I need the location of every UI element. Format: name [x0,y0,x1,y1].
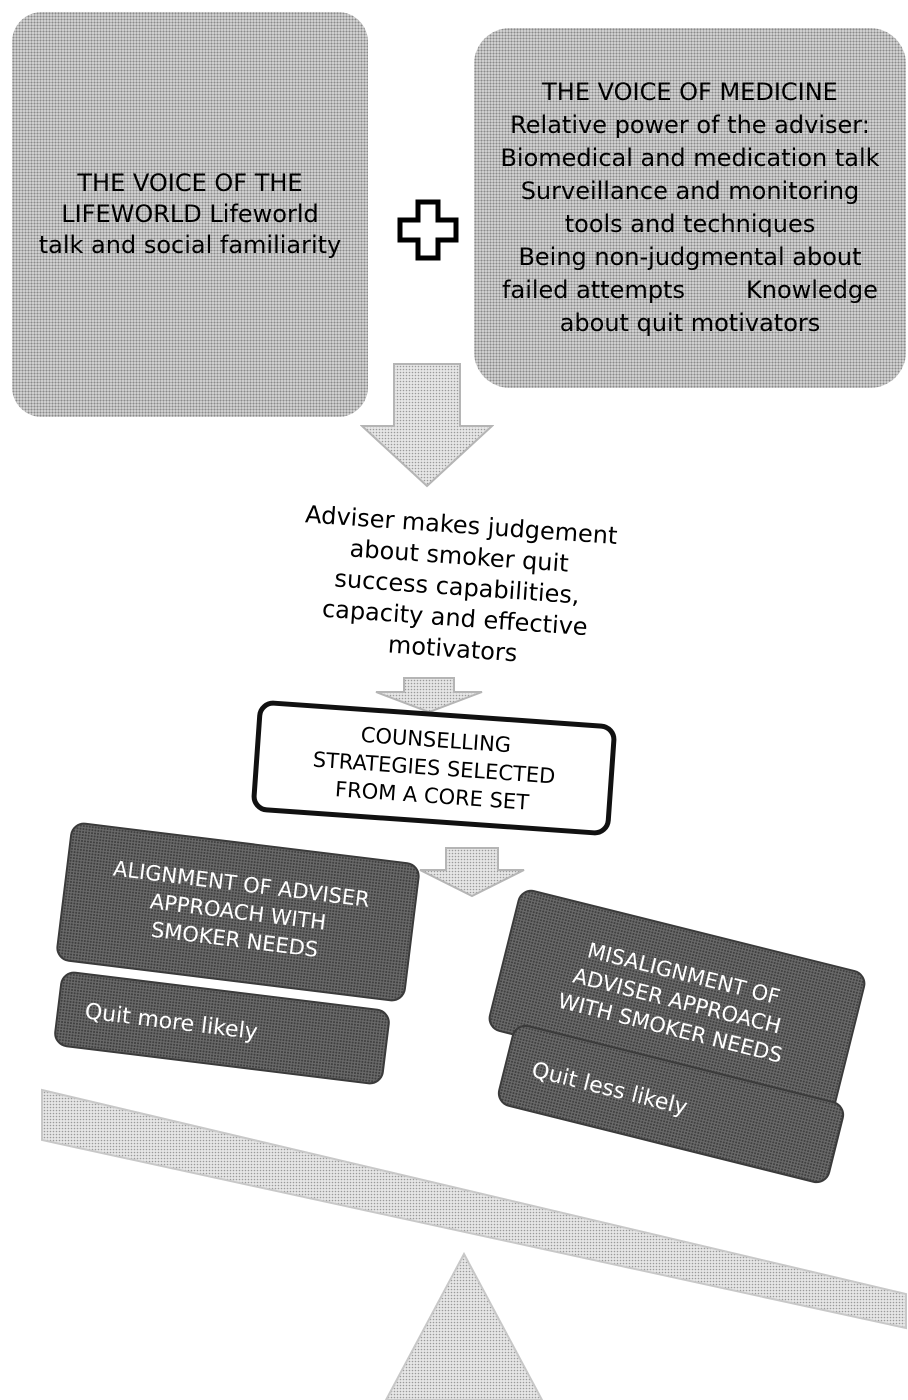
down-arrow-small [375,677,483,714]
plus-icon [397,199,459,261]
fulcrum-triangle [384,1252,544,1400]
medicine-text: THE VOICE OF MEDICINE Relative power of … [500,76,879,340]
medicine-line: failed attempts Knowledge [502,276,878,304]
balance-beam [41,1088,907,1330]
lifeworld-line: LIFEWORLD Lifeworld [61,200,319,228]
alignment-text: ALIGNMENT OF ADVISER APPROACH WITH SMOKE… [105,855,371,970]
medicine-line: Biomedical and medication talk [500,144,880,172]
medicine-box: THE VOICE OF MEDICINE Relative power of … [474,28,906,388]
lifeworld-line: talk and social familiarity [38,231,342,259]
lifeworld-box: THE VOICE OF THE LIFEWORLD Lifeworld tal… [12,12,368,417]
down-arrow-main [360,363,494,488]
counselling-strategies-box: COUNSELLING STRATEGIES SELECTED FROM A C… [250,699,618,837]
adviser-judgement-text: Adviser makes judgement about smoker qui… [277,498,637,677]
medicine-line: Relative power of the adviser: [510,111,870,139]
medicine-line: about quit motivators [559,309,821,337]
medicine-line: THE VOICE OF MEDICINE [542,78,838,106]
quit-more-likely-label: Quit more likely [83,998,260,1045]
quit-less-likely-label: Quit less likely [529,1057,690,1121]
medicine-line: Surveillance and monitoring [520,177,860,205]
down-arrow-small [419,847,525,898]
medicine-line: tools and techniques [564,210,816,238]
lifeworld-line: THE VOICE OF THE [77,169,303,197]
core-text: COUNSELLING STRATEGIES SELECTED FROM A C… [310,718,558,819]
lifeworld-text: THE VOICE OF THE LIFEWORLD Lifeworld tal… [39,168,342,261]
medicine-line: Being non-judgmental about [518,243,862,271]
